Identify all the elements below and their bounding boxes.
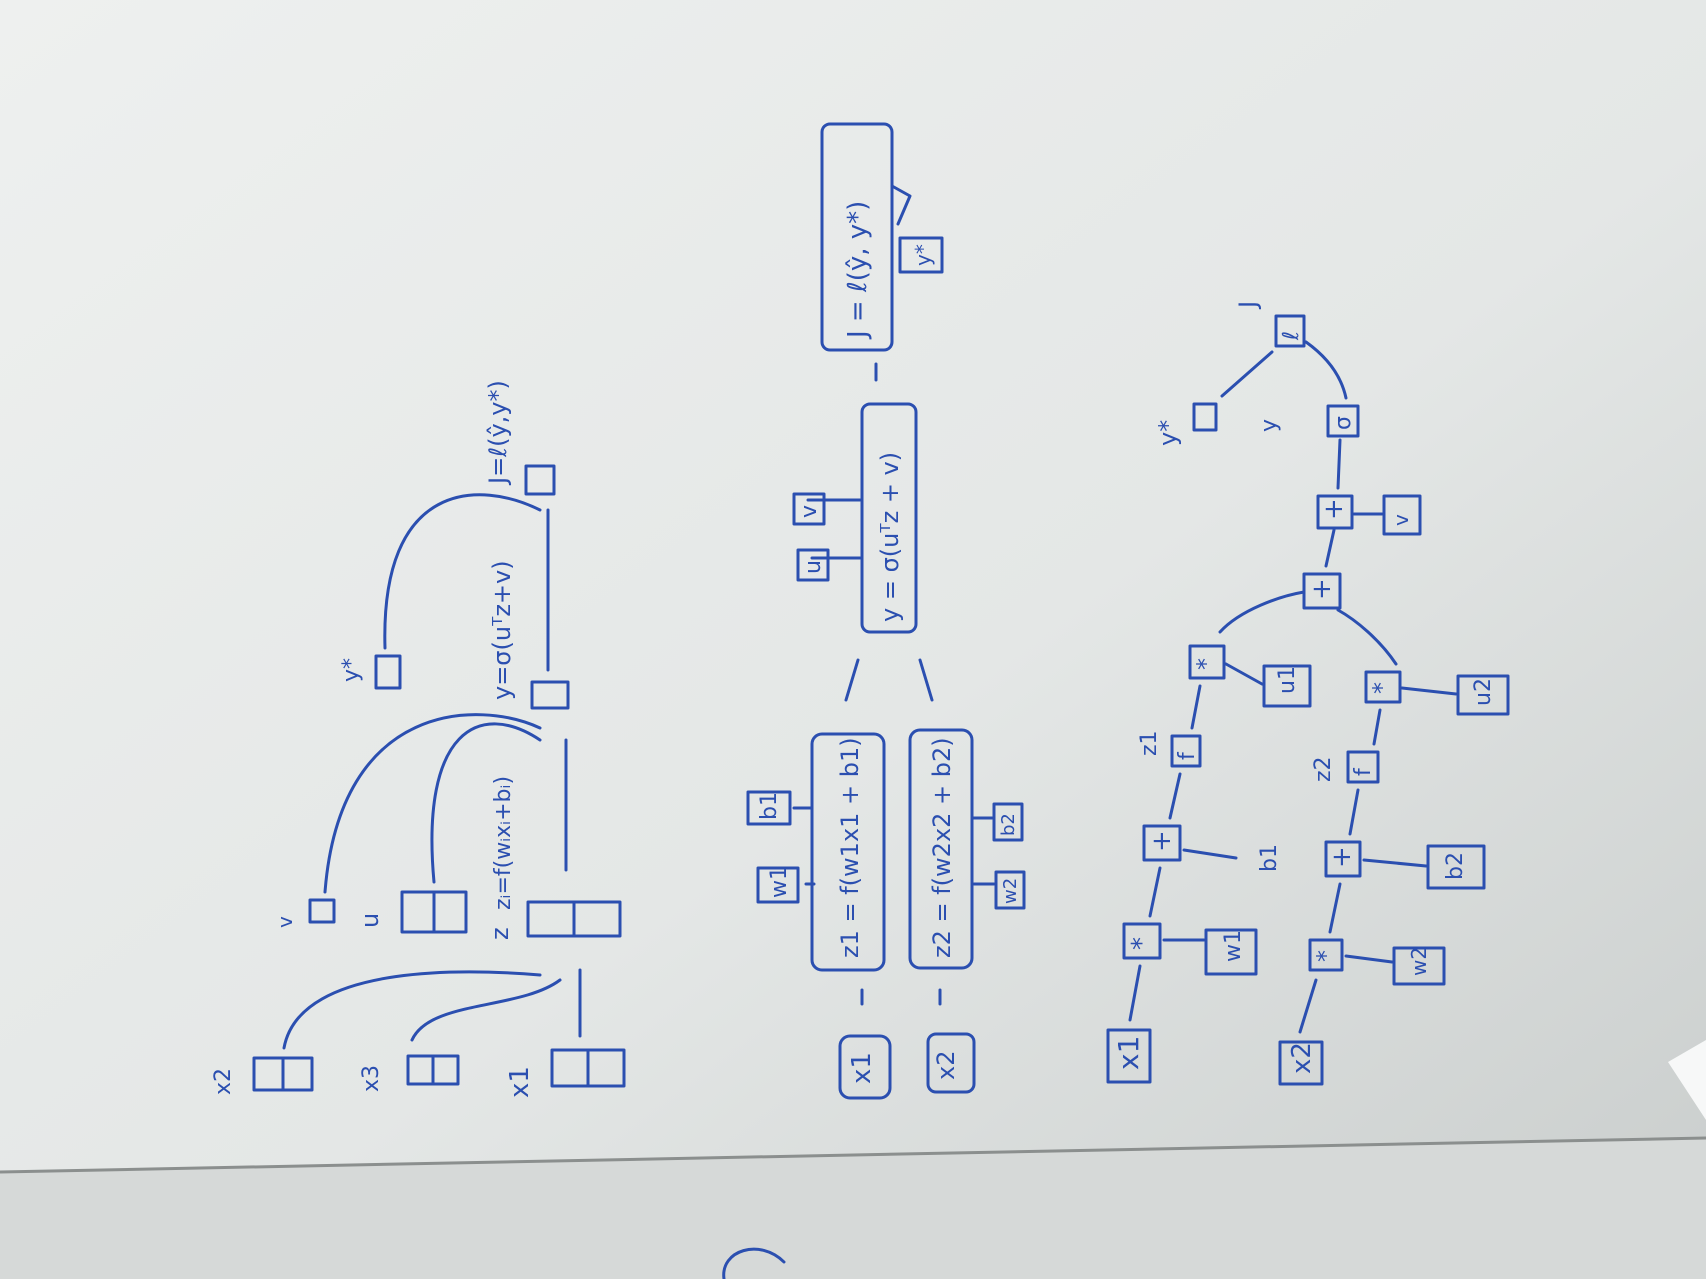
ystar-box <box>374 654 402 690</box>
label-z: z <box>486 927 514 940</box>
v-param-box <box>792 492 826 526</box>
w1-graph-label: w1 <box>1221 930 1246 962</box>
input-x2-label: x2 <box>932 1051 960 1080</box>
z2-equation-box <box>908 728 974 970</box>
u1-graph-label: u1 <box>1275 666 1300 694</box>
v-box <box>308 898 336 924</box>
mul2-label: * <box>1312 950 1340 962</box>
mul1-label: * <box>1127 937 1157 950</box>
board-tray <box>0 1138 1706 1279</box>
ystar-param-label: y* <box>911 244 935 266</box>
label-x2: x2 <box>211 1068 236 1095</box>
w1-box <box>756 866 800 904</box>
j-node-box <box>524 464 556 496</box>
f2-node <box>1346 750 1380 784</box>
z1-graph-label: z1 <box>1137 730 1162 756</box>
label-x3: x3 <box>359 1065 384 1092</box>
mul2-node <box>1308 938 1344 972</box>
u1-graph-param <box>1262 664 1312 708</box>
add1-node <box>1142 824 1182 862</box>
j-equation: J=ℓ(ŷ,y*) <box>484 380 512 486</box>
j-graph-label: J <box>1234 301 1262 310</box>
y-equation: y=σ(uᵀz+v) <box>488 560 516 700</box>
ystar-param-box <box>898 236 944 274</box>
sigma-node <box>1326 404 1360 438</box>
z1-equation: z1 = f(w1x1 + b1) <box>836 737 864 958</box>
v-graph-label: v <box>1389 514 1413 526</box>
f1-label: f <box>1175 751 1200 760</box>
w2-box <box>994 870 1026 910</box>
x1-graph-box <box>1106 1028 1152 1084</box>
u-param-box <box>796 548 830 582</box>
mul4-node <box>1364 670 1402 704</box>
add1-label: + <box>1147 830 1177 852</box>
b2-label: b2 <box>998 813 1019 836</box>
v-graph-param <box>1382 494 1422 536</box>
glare <box>1668 1040 1706 1120</box>
board-edge <box>0 1136 1706 1174</box>
y-node-box <box>530 680 570 710</box>
b2-graph-label: b2 <box>1443 852 1468 880</box>
z-equation: zᵢ=f(wᵢxᵢ+bᵢ) <box>491 776 516 910</box>
w1-graph-param <box>1204 928 1258 976</box>
y-graph-label: y <box>1257 419 1282 432</box>
input-x1-label: x1 <box>847 1052 877 1084</box>
z2-equation: z2 = f(w2x2 + b2) <box>928 737 956 958</box>
x1-input-box <box>838 1034 892 1100</box>
b2-graph-param <box>1426 844 1486 890</box>
w2-graph-label: w2 <box>1407 947 1431 976</box>
x2-graph-box <box>1278 1040 1324 1086</box>
z1-equation-box <box>810 732 886 972</box>
u-label: u <box>801 560 826 574</box>
b2-box <box>992 802 1024 842</box>
mul1-node <box>1122 922 1162 960</box>
mul3-label: * <box>1192 658 1220 670</box>
graph-x2-label: x2 <box>1287 1042 1317 1074</box>
mul4-label: * <box>1368 682 1396 694</box>
u2-graph-label: u2 <box>1471 678 1496 706</box>
graph-x1-label: x1 <box>1112 1036 1145 1070</box>
mul3-node <box>1188 644 1226 680</box>
b1-graph-label: b1 <box>1257 844 1282 872</box>
middle-diagram: x1 x2 z1 = f(w1x1 + b1) z2 = f(w2x2 + b2… <box>746 122 1026 1100</box>
label-x1: x1 <box>505 1066 535 1098</box>
w1-label: w1 <box>767 866 792 898</box>
add4-node <box>1316 494 1354 530</box>
x2-input-box <box>926 1032 976 1094</box>
add3-label: + <box>1307 578 1337 600</box>
ystar-graph-box <box>1192 402 1218 432</box>
label-v: v <box>273 916 297 928</box>
loss-label: ℓ <box>1279 331 1304 341</box>
z2-graph-label: z2 <box>1311 756 1336 782</box>
add2-label: + <box>1327 846 1357 868</box>
w2-graph-param <box>1392 946 1446 986</box>
right-computation-graph: x1 x2 * + f * * + f * + + σ ℓ w1 b1 u1 w… <box>1106 301 1510 1086</box>
add4-label: + <box>1319 498 1349 520</box>
sigma-label: σ <box>1331 416 1356 430</box>
f2-label: f <box>1351 767 1376 776</box>
label-u: u <box>356 913 384 928</box>
w2-label: w2 <box>1000 878 1021 904</box>
ystar-label: y* <box>339 658 364 682</box>
y-equation-mid: y = σ(uᵀz + v) <box>876 452 904 622</box>
page-number-circle <box>722 1247 786 1279</box>
b1-label: b1 <box>757 792 782 820</box>
j-equation-mid: J = ℓ(ŷ, y*) <box>843 201 873 340</box>
left-diagram: x2 x3 x1 v u z zᵢ=f(wᵢxᵢ+bᵢ) y=σ(uᵀz+v) … <box>211 380 626 1098</box>
add2-node <box>1324 840 1362 878</box>
v-label: v <box>797 505 822 518</box>
f1-node <box>1170 734 1202 768</box>
u2-graph-param <box>1456 674 1510 716</box>
j-equation-box <box>820 122 894 352</box>
ystar-graph-label: y* <box>1154 420 1182 446</box>
loss-node <box>1274 314 1306 348</box>
y-equation-box <box>860 402 918 634</box>
b1-box <box>746 790 792 826</box>
